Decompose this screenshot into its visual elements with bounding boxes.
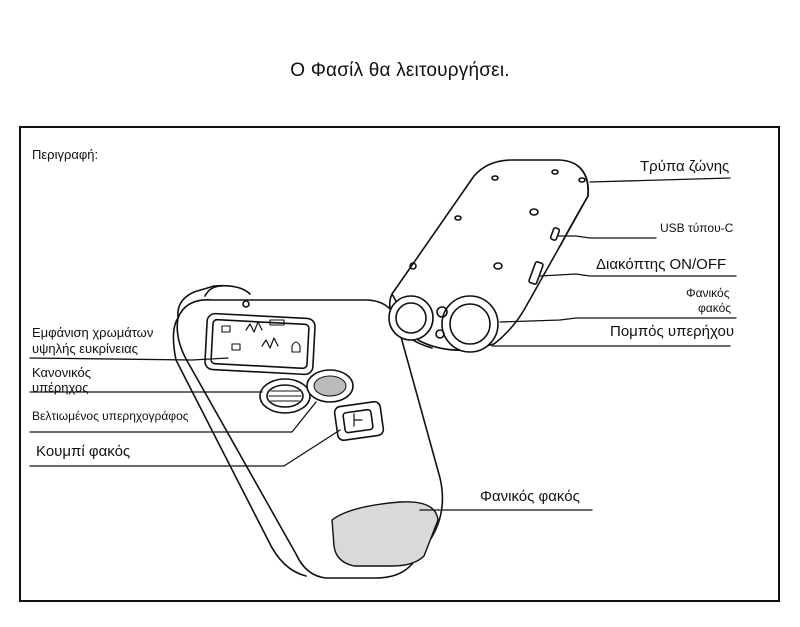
leader-enhanced-sonar: [29, 401, 317, 433]
flashlight-button-shape: [333, 400, 385, 442]
label-belt-hole: Τρύπα ζώνης: [640, 158, 730, 175]
front-device-illustration: [172, 284, 444, 579]
label-usb-type-c: USB τύπου-C: [660, 221, 734, 235]
label-hd-display-line2: υψηλής ευκρίνειας: [32, 341, 138, 356]
label-normal-speaker-line2: υπέρηχος: [32, 380, 89, 395]
label-flashlight-line1: Φανικός: [686, 286, 730, 300]
label-flashlight-button: Κουμπί φακός: [36, 443, 131, 460]
label-on-off-switch: Διακόπτης ON/OFF: [596, 256, 727, 273]
leader-flashlight-button: [29, 429, 341, 467]
label-flashlight-line2: φακός: [698, 301, 732, 315]
label-hd-display-line1: Εμφάνιση χρωμάτων: [32, 325, 154, 340]
back-device-illustration: [388, 159, 590, 353]
page-title: Ο Φασίλ θα λειτουργήσει.: [290, 60, 510, 81]
leader-belt-hole: [589, 177, 731, 183]
leader-usb: [557, 235, 657, 239]
diagram-frame: [19, 126, 780, 602]
hd-display: [204, 312, 316, 376]
label-normal-speaker-line1: Κανονικός: [32, 365, 91, 380]
leader-flashlight: [499, 317, 737, 323]
leader-display: [29, 357, 229, 361]
label-enhanced-sonar: Βελτιωμένος υπερηχογράφος: [32, 409, 189, 423]
leader-switch: [539, 273, 737, 277]
label-flashlight-lens: Φανικός φακός: [480, 488, 580, 505]
description-label: Περιγραφή:: [32, 147, 99, 162]
label-ultrasonic-emitter: Πομπός υπερήχου: [610, 323, 735, 340]
